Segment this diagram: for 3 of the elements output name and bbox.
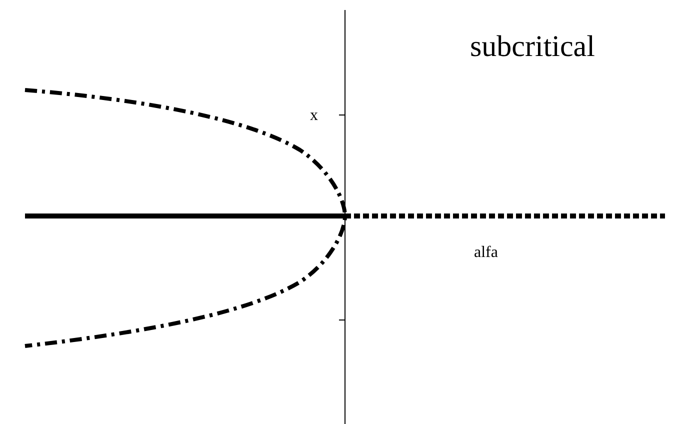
axis-label: alfa bbox=[474, 245, 498, 261]
axis-label: x bbox=[310, 108, 318, 124]
plot-title: subcritical bbox=[470, 32, 595, 62]
